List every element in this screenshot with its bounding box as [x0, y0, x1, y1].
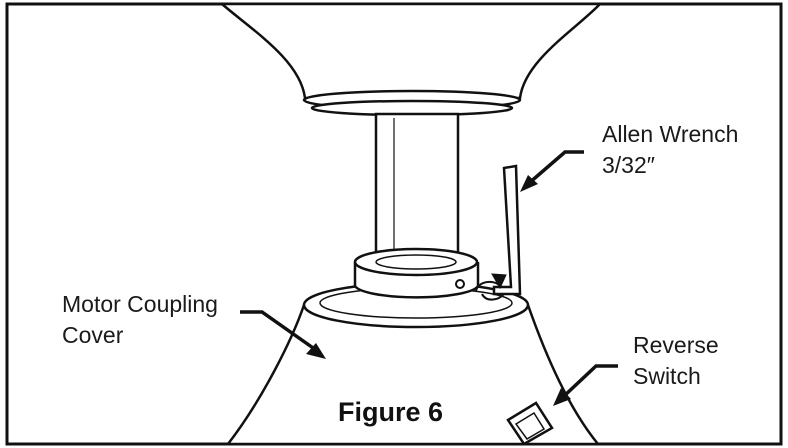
motor-coupling-cover	[225, 281, 601, 446]
motor-coupling-cover-label-line1: Motor Coupling	[62, 291, 218, 317]
figure-caption: Figure 6	[338, 397, 444, 427]
reverse-switch-label-line1: Reverse	[633, 332, 719, 358]
upper-housing	[218, 2, 603, 117]
down-rod	[374, 112, 460, 266]
allen-wrench-label: Allen Wrench 3/32″	[602, 119, 738, 181]
arrowheads	[306, 175, 571, 406]
allen-wrench-label-line1: Allen Wrench	[602, 121, 739, 147]
allen-wrench-arrowhead	[520, 175, 538, 192]
reverse-switch-label: Reverse Switch	[633, 330, 719, 392]
allen-wrench	[475, 164, 522, 301]
motor-coupling-cover-label-line2: Cover	[62, 322, 124, 348]
reverse-switch-arrowhead	[553, 388, 571, 406]
motor-cover-arrowhead	[306, 343, 326, 359]
leader-arrows	[240, 150, 618, 399]
allen-wrench-size-label: 3/32″	[602, 152, 655, 178]
reverse-switch	[506, 401, 554, 446]
motor-coupling-cover-label: Motor Coupling Cover	[62, 289, 218, 351]
reverse-switch-leader	[561, 364, 618, 399]
allen-wrench-leader	[526, 150, 584, 186]
reverse-switch-label-line2: Switch	[633, 363, 701, 389]
coupling-collar	[353, 247, 480, 299]
motor-cover-leader	[240, 310, 318, 352]
